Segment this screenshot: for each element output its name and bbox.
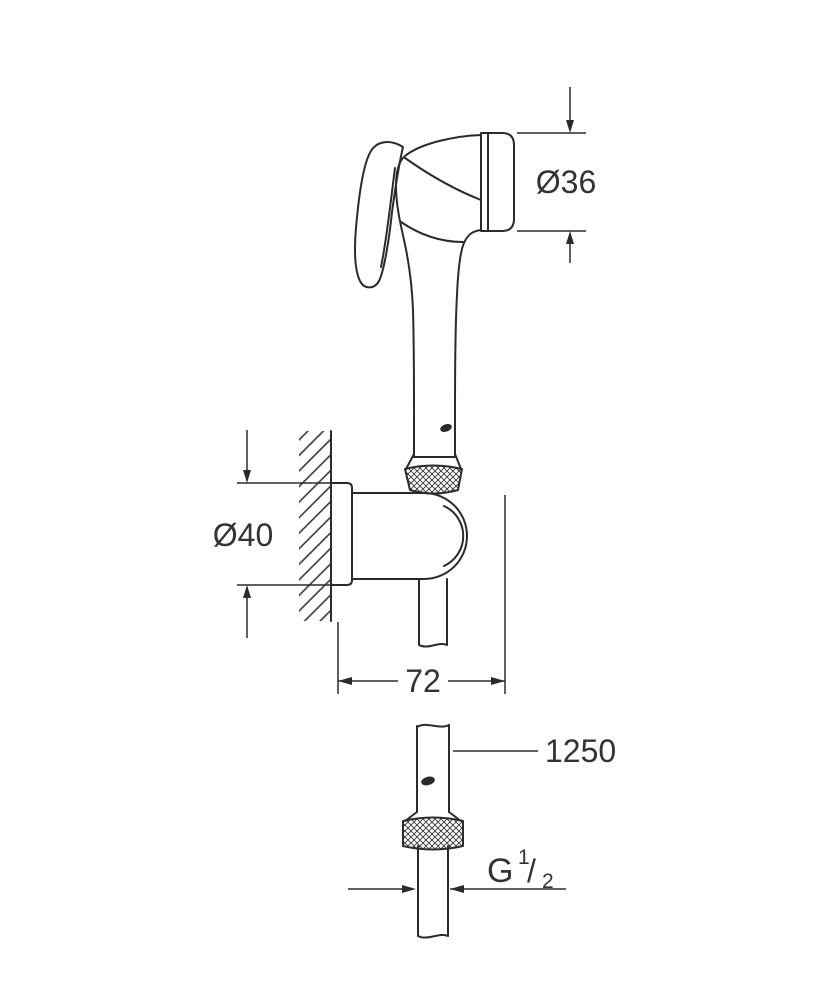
dimension-holder-diameter: Ø40 xyxy=(213,430,331,638)
thread-prefix-label: G xyxy=(487,852,513,890)
dimension-head-diameter: Ø36 xyxy=(517,87,596,263)
handle-nut xyxy=(404,464,463,495)
trigger-lever xyxy=(354,141,404,289)
spray-face xyxy=(480,132,515,232)
arrowhead xyxy=(243,585,251,598)
arrowhead xyxy=(491,677,505,685)
dimensions: Ø36 Ø40 72 xyxy=(213,87,616,893)
arrowhead xyxy=(402,885,416,893)
label-mask xyxy=(398,662,448,699)
thread-numerator-label: 1 xyxy=(518,846,530,869)
shower-head-contour-upper xyxy=(404,157,482,201)
shower-head-body xyxy=(395,134,482,458)
wall-distance-label: 72 xyxy=(405,663,441,699)
handle-cone xyxy=(405,453,462,470)
handle-button xyxy=(440,424,452,432)
thread-denominator-label: 2 xyxy=(542,870,554,893)
holder-diameter-label: Ø40 xyxy=(213,517,273,553)
holder-inner-contour xyxy=(443,505,465,567)
hose-nut xyxy=(402,816,464,851)
head-diameter-label: Ø36 xyxy=(536,164,596,200)
thread-cylinder xyxy=(417,845,449,939)
arrowhead xyxy=(566,120,574,133)
dimension-hose-length: 1250 xyxy=(453,733,616,769)
thread-slash-label: / xyxy=(527,853,536,889)
shower-assembly xyxy=(299,132,515,939)
arrowhead xyxy=(566,231,574,244)
trigger-lever-contour xyxy=(380,167,396,268)
dimension-thread-size: G 1 / 2 xyxy=(348,846,566,893)
wall-hatch xyxy=(299,431,331,621)
shower-head-contour-lower xyxy=(400,221,464,243)
hose-length-label: 1250 xyxy=(545,733,616,769)
arrowhead xyxy=(338,677,352,685)
hose-mark xyxy=(421,776,435,786)
arrowhead xyxy=(450,885,464,893)
arrowhead xyxy=(243,470,251,483)
hose-tube xyxy=(416,724,450,813)
holder-body xyxy=(351,492,468,580)
hose-end-cut xyxy=(416,723,450,728)
hose-upper xyxy=(418,578,448,648)
dimension-wall-distance: 72 xyxy=(337,495,506,699)
holder-flange xyxy=(330,482,353,586)
